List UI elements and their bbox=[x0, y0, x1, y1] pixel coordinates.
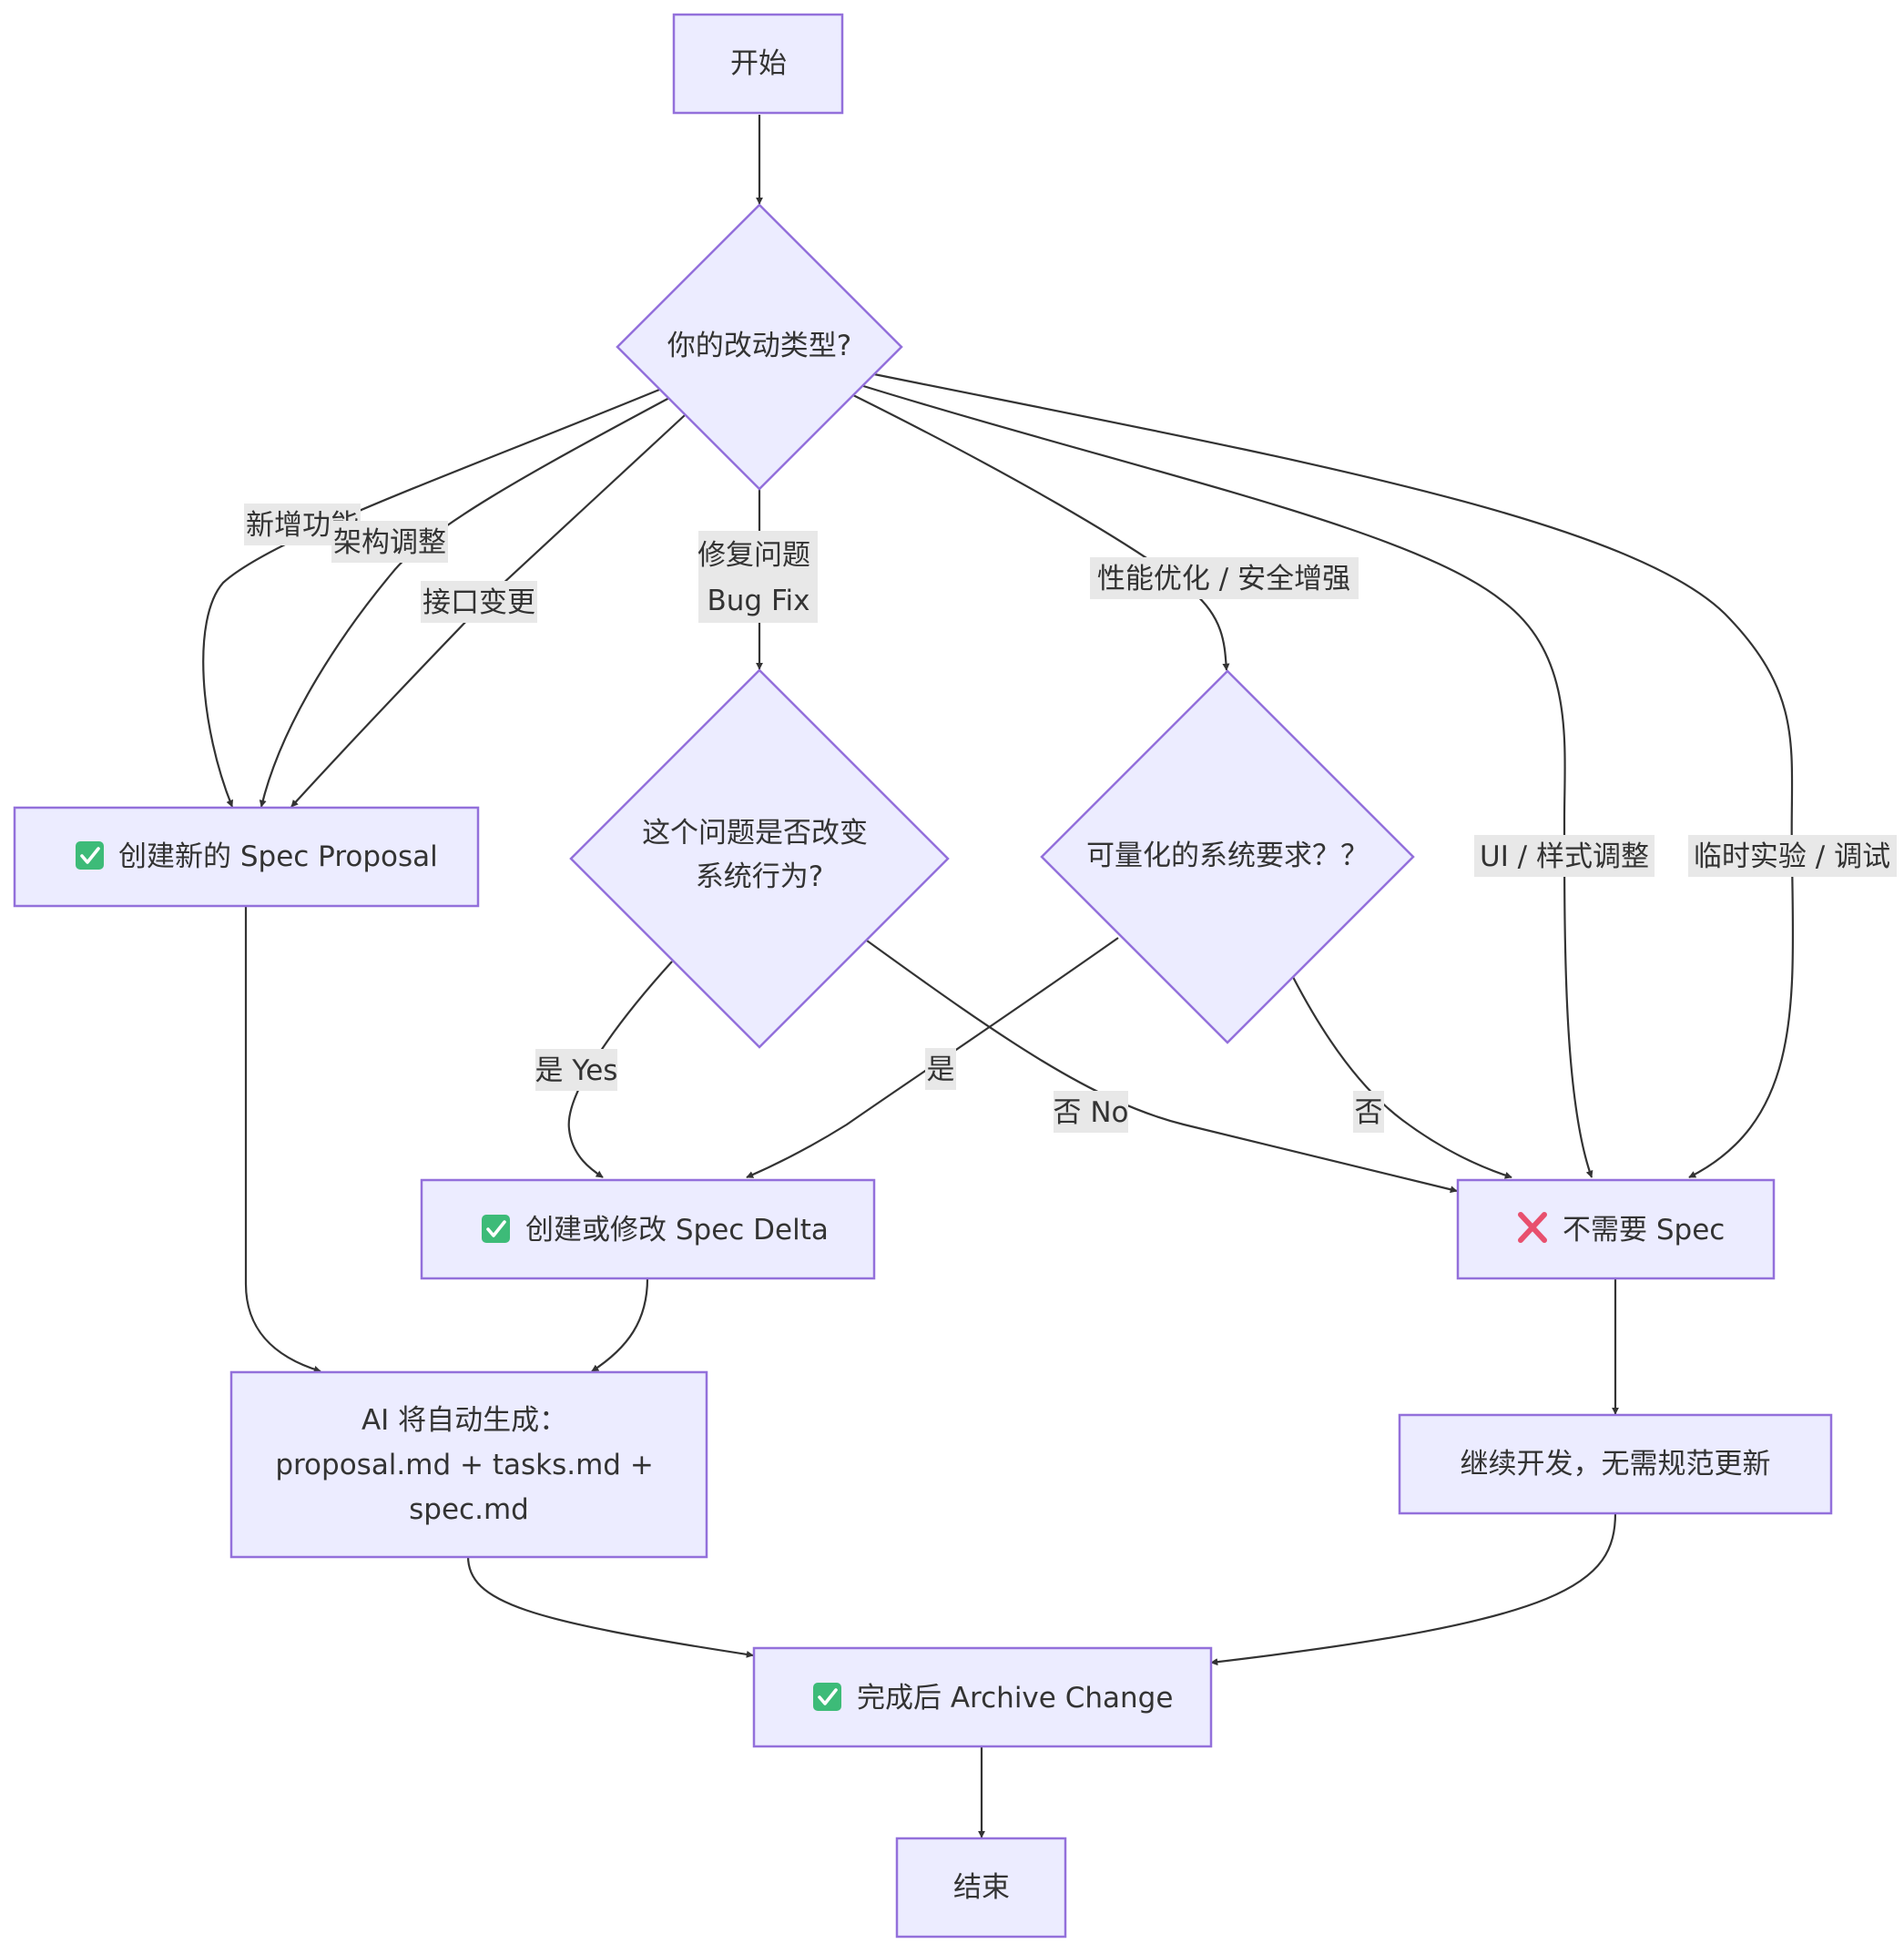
create-proposal-label: 创建新的 Spec Proposal bbox=[118, 840, 438, 873]
archive-label: 完成后 Archive Change bbox=[857, 1682, 1173, 1715]
no-spec-label: 不需要 Spec bbox=[1563, 1214, 1725, 1247]
svg-text:是: 是 bbox=[927, 1053, 955, 1086]
svg-text:接口变更: 接口变更 bbox=[423, 586, 535, 619]
continue-dev-label: 继续开发，无需规范更新 bbox=[1461, 1448, 1771, 1481]
edge-architecture bbox=[259, 397, 670, 808]
no-spec-node[interactable]: 不需要 Spec bbox=[1456, 1178, 1776, 1280]
edge-label-quant-no: 否 bbox=[1353, 1091, 1384, 1133]
edge-experiment bbox=[873, 372, 1795, 1178]
edge-label-bug-no: 否 No bbox=[1053, 1091, 1129, 1133]
nodes: 开始 你的改动类型? 创建新的 Spec Proposal 这个问题是否改变 系… bbox=[13, 13, 1833, 1939]
edge-label-quant-yes: 是 bbox=[925, 1048, 956, 1090]
create-delta-node[interactable]: 创建或修改 Spec Delta bbox=[420, 1178, 876, 1280]
behavior-decision[interactable]: 这个问题是否改变 系统行为? bbox=[569, 668, 950, 1049]
edge-quant-no bbox=[1292, 976, 1512, 1179]
svg-text:否 No: 否 No bbox=[1053, 1096, 1128, 1129]
edge-continue-to-archive bbox=[1210, 1511, 1617, 1666]
end-label: 结束 bbox=[953, 1871, 1010, 1904]
end-node[interactable]: 结束 bbox=[895, 1837, 1067, 1939]
check-mark-icon bbox=[813, 1683, 841, 1711]
edge-label-bug-yes: 是 Yes bbox=[535, 1049, 618, 1091]
svg-text:架构调整: 架构调整 bbox=[333, 526, 446, 559]
edge-label-ui-style: UI / 样式调整 bbox=[1474, 835, 1655, 877]
edge-bug-yes bbox=[567, 961, 673, 1178]
check-mark-icon bbox=[482, 1215, 510, 1243]
edge-ui-style bbox=[860, 383, 1593, 1178]
edge-label-bug-fix: 修复问题 Bug Fix bbox=[697, 531, 820, 623]
edge-labels: 新增功能 架构调整 接口变更 修复问题 Bug Fix 性能优化 / 安全增强 … bbox=[244, 504, 1897, 1133]
edge-label-perf-security: 性能优化 / 安全增强 bbox=[1090, 557, 1359, 599]
quantifiable-decision[interactable]: 可量化的系统要求？？ bbox=[1040, 669, 1415, 1044]
edge-bug-no bbox=[866, 940, 1458, 1194]
edge-quant-yes bbox=[746, 937, 1119, 1179]
change-type-decision[interactable]: 你的改动类型? bbox=[616, 203, 903, 491]
quantifiable-question-label: 可量化的系统要求？？ bbox=[1086, 840, 1369, 872]
archive-node[interactable]: 完成后 Archive Change bbox=[752, 1646, 1213, 1748]
edge-label-interface: 接口变更 bbox=[421, 581, 537, 623]
edges bbox=[202, 115, 1795, 1838]
edge-proposal-to-ai bbox=[244, 907, 321, 1373]
svg-text:UI / 样式调整: UI / 样式调整 bbox=[1480, 840, 1649, 873]
svg-text:临时实验 / 调试: 临时实验 / 调试 bbox=[1694, 840, 1890, 873]
edge-label-experiment: 临时实验 / 调试 bbox=[1688, 835, 1897, 877]
edge-ai-to-archive bbox=[466, 1555, 754, 1658]
behavior-question-label: 这个问题是否改变 系统行为? bbox=[642, 817, 877, 893]
svg-text:修复问题 Bug Fix: 修复问题 Bug Fix bbox=[697, 539, 820, 617]
svg-text:性能优化 / 安全增强: 性能优化 / 安全增强 bbox=[1097, 563, 1350, 595]
create-proposal-node[interactable]: 创建新的 Spec Proposal bbox=[13, 806, 480, 908]
ai-generate-label: AI 将自动生成： proposal.md + tasks.md + spec.… bbox=[275, 1404, 662, 1526]
svg-text:否: 否 bbox=[1355, 1096, 1383, 1129]
start-label: 开始 bbox=[730, 47, 787, 80]
svg-text:是 Yes: 是 Yes bbox=[535, 1054, 618, 1087]
ai-generate-node[interactable]: AI 将自动生成： proposal.md + tasks.md + spec.… bbox=[229, 1370, 708, 1559]
create-delta-label: 创建或修改 Spec Delta bbox=[525, 1214, 829, 1247]
cross-mark-icon bbox=[1518, 1212, 1547, 1243]
edge-new-feature bbox=[202, 388, 660, 808]
edge-label-architecture: 架构调整 bbox=[331, 521, 448, 563]
edge-perf-security bbox=[852, 394, 1230, 671]
edge-delta-to-ai bbox=[591, 1277, 649, 1372]
start-node[interactable]: 开始 bbox=[672, 13, 844, 115]
check-mark-icon bbox=[76, 841, 104, 870]
continue-dev-node[interactable]: 继续开发，无需规范更新 bbox=[1398, 1413, 1833, 1515]
change-type-label: 你的改动类型? bbox=[667, 330, 851, 362]
